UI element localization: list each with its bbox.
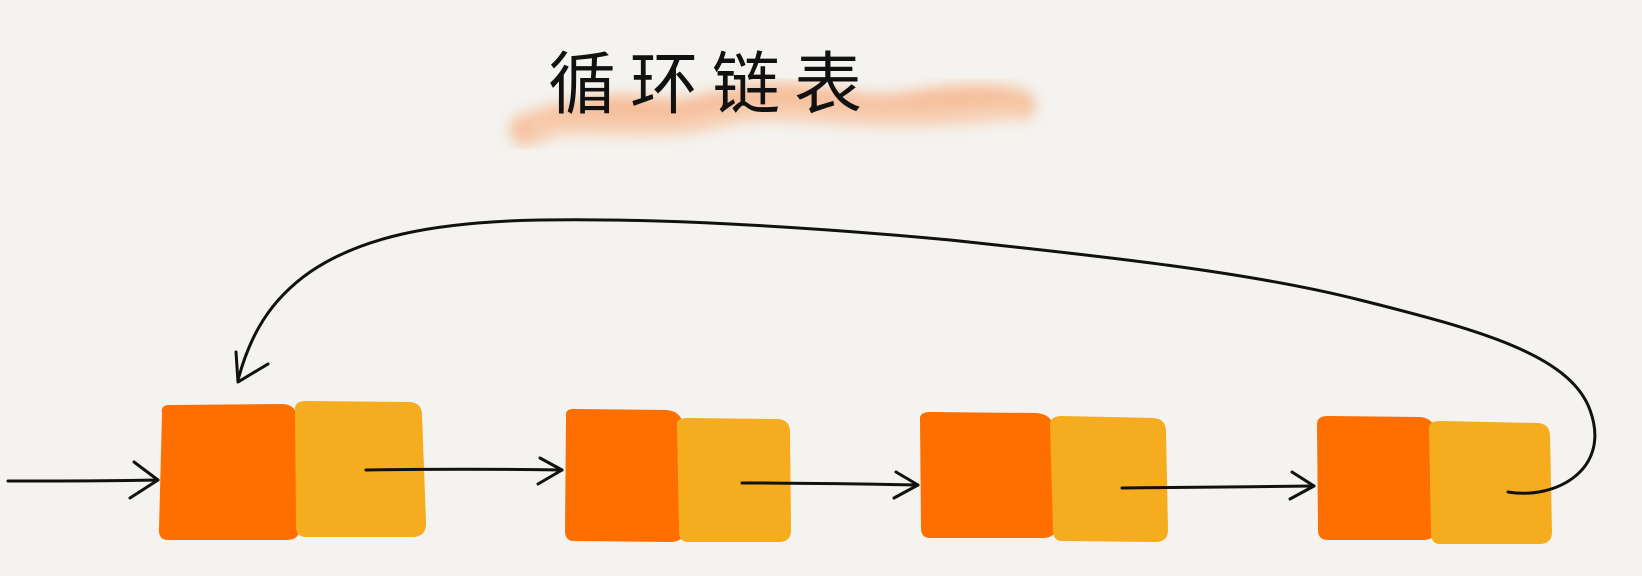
- node-1-data-cell: [565, 408, 684, 542]
- node-3-data-cell: [1317, 416, 1436, 540]
- next-arrow-0-to-1: [364, 456, 564, 486]
- next-arrow-1-to-2: [740, 470, 920, 500]
- title-highlight: [510, 82, 1035, 145]
- wrap-around-arrow-3-to-0: [234, 218, 1597, 495]
- list-node-2: [919, 412, 1168, 542]
- node-3-next-cell: [1429, 421, 1552, 544]
- list-node-1: [565, 408, 791, 542]
- next-arrow-2-to-3: [1120, 470, 1316, 501]
- node-1-next-cell: [676, 418, 791, 542]
- node-0-data-cell: [158, 404, 299, 540]
- node-2-next-cell: [1050, 416, 1168, 542]
- node-0-next-cell: [294, 401, 427, 537]
- list-node-3: [1317, 416, 1552, 544]
- diagram-title: 循环链表: [548, 46, 876, 125]
- node-2-data-cell: [919, 412, 1057, 538]
- head-pointer-arrow: [6, 460, 160, 500]
- list-node-0: [158, 401, 427, 540]
